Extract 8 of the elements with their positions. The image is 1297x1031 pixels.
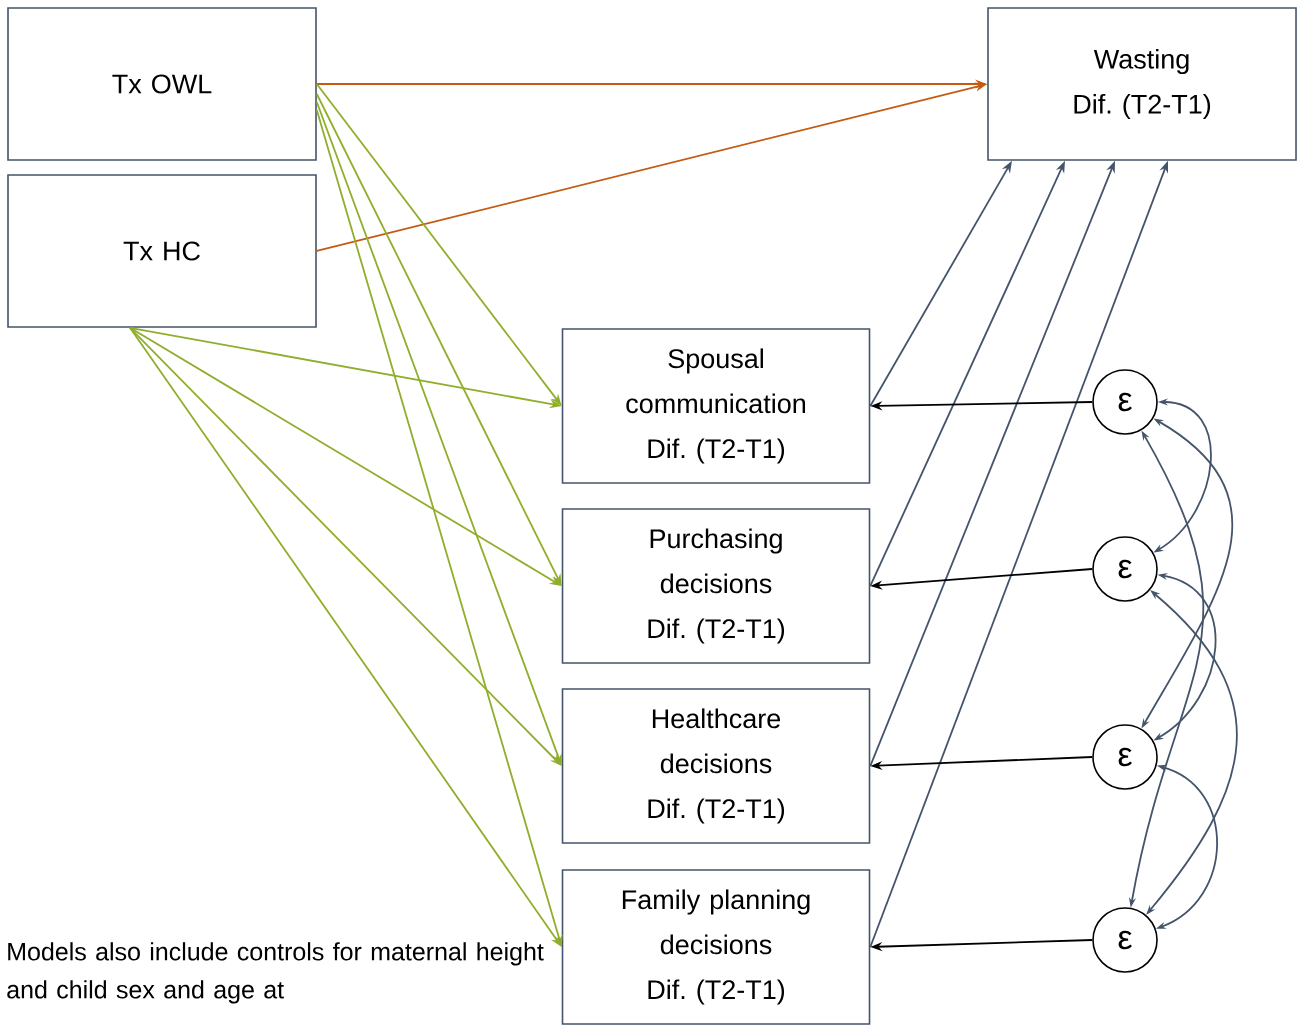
variable-box: Family planning decisions Dif. (T2-T1)	[561, 869, 871, 1025]
variable-box: Wasting Dif. (T2-T1)	[987, 7, 1297, 161]
variable-box: Healthcare decisions Dif. (T2-T1)	[561, 688, 871, 844]
variable-box: Purchasing decisions Dif. (T2-T1)	[561, 508, 871, 664]
variable-box: Tx HC	[7, 174, 317, 328]
variable-box: Spousal communication Dif. (T2-T1)	[561, 328, 871, 484]
variable-box: Tx OWL	[7, 7, 317, 161]
note-text: Models also include controls for maternal height and child sex and age at	[7, 942, 544, 1004]
